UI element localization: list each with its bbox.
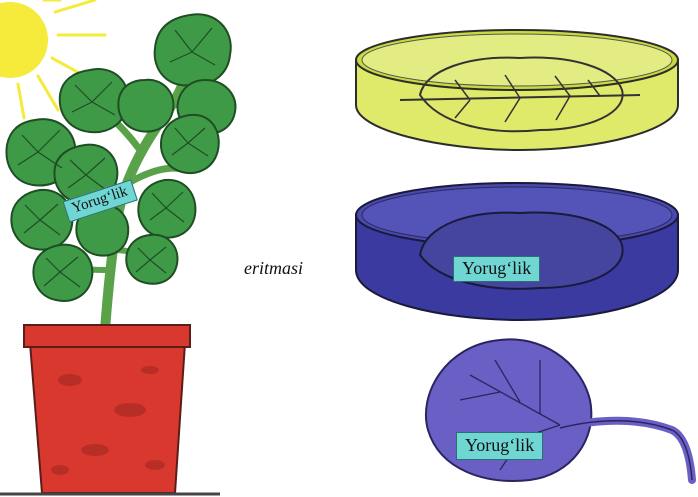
- iodine-solution-dish: [356, 183, 678, 320]
- dish-light-label: Yorug‘lik: [453, 256, 540, 282]
- flower-pot: [0, 325, 220, 494]
- yellow-solution-dish: [356, 30, 678, 150]
- stained-leaf: [426, 339, 692, 481]
- solution-caption: eritmasi: [244, 258, 303, 279]
- leaf-light-label: Yorug‘lik: [456, 432, 543, 460]
